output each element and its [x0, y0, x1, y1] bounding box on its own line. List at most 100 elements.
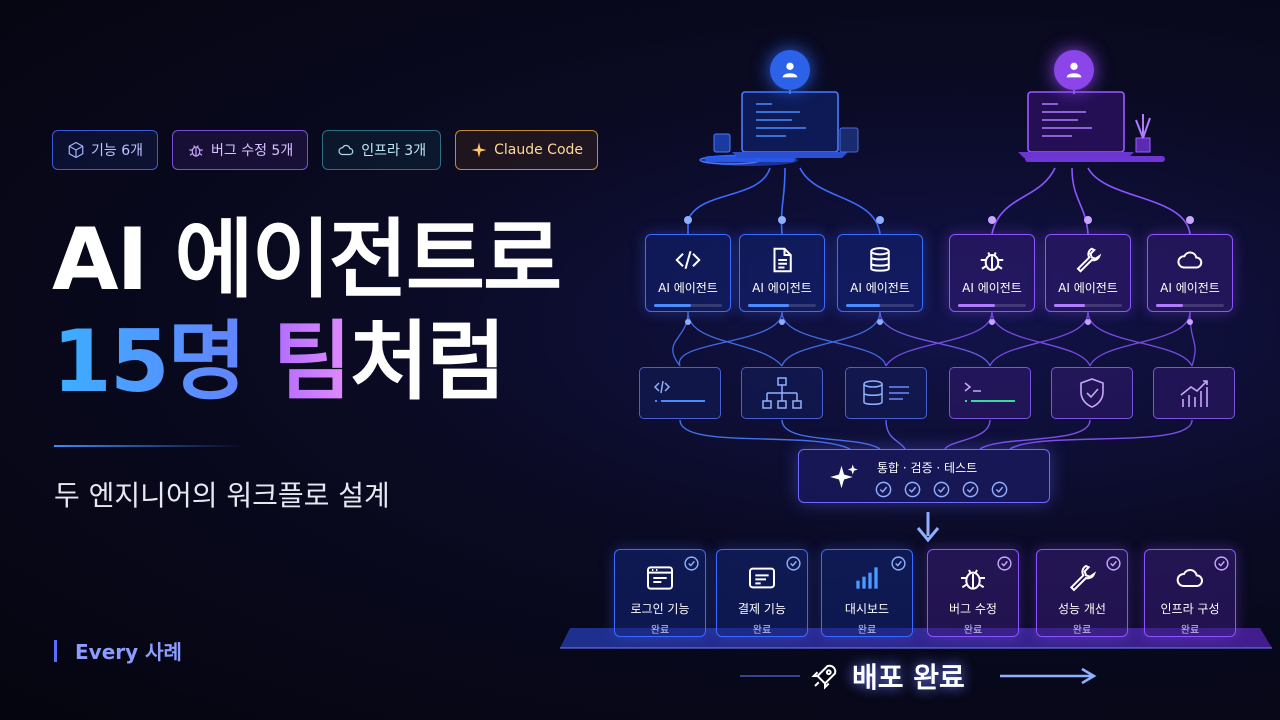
- coffee-cup-icon: [839, 127, 859, 153]
- result-status: 완료: [650, 625, 670, 636]
- result-card-payment: 결제 기능 완료: [716, 549, 808, 637]
- agent-card-database: AI 에이전트: [837, 234, 923, 312]
- result-status: 완료: [963, 625, 983, 636]
- agent-progress: [958, 304, 1026, 307]
- agent-card-cloud: AI 에이전트: [1147, 234, 1233, 312]
- agent-card-code: AI 에이전트: [645, 234, 731, 312]
- document-icon: [773, 247, 792, 273]
- check-circle-icon: [933, 481, 950, 498]
- agent-label: AI 에이전트: [752, 281, 812, 295]
- result-status: 완료: [857, 625, 877, 636]
- title-part-c: 처럼: [349, 312, 506, 412]
- title-divider: [54, 445, 244, 447]
- title-part-b: 팀: [272, 312, 352, 412]
- bar-chart-icon: [856, 567, 878, 589]
- integration-checks: [874, 480, 1009, 499]
- agent-progress: [846, 304, 914, 307]
- footer-accent-bar: [54, 639, 57, 662]
- rocket-icon: [811, 664, 837, 690]
- tag-claude-code-label: Claude Code: [494, 142, 584, 158]
- engineer-avatar-left: [770, 50, 810, 90]
- bug-icon: [189, 145, 203, 157]
- tag-row: 기능 6개 버그 수정 5개 인프라 3개 Claude Code: [52, 130, 599, 170]
- bug-icon: [961, 569, 985, 590]
- coffee-mug-icon: [713, 133, 731, 153]
- hierarchy-icon: [762, 377, 802, 409]
- user-icon: [1066, 62, 1082, 78]
- bug-icon: [980, 252, 1004, 271]
- result-label: 성능 개선: [1058, 602, 1106, 616]
- check-circle-icon: [875, 481, 892, 498]
- result-label: 결제 기능: [738, 602, 786, 616]
- check-circle-icon: [684, 556, 699, 571]
- tag-infra: 인프라 3개: [322, 130, 442, 170]
- tag-features-label: 기능 6개: [91, 143, 143, 159]
- agent-progress: [1156, 304, 1224, 307]
- engineer-avatar-right: [1054, 50, 1094, 90]
- result-card-dashboard: 대시보드 완료: [821, 549, 913, 637]
- integration-panel: 통합 · 검증 · 테스트: [798, 449, 1050, 503]
- wrench-icon: [1069, 564, 1097, 592]
- deploy-label: 배포 완료: [852, 661, 965, 694]
- cloud-icon: [1176, 568, 1203, 587]
- check-circle-icon: [991, 481, 1008, 498]
- tag-infra-label: 인프라 3개: [361, 143, 427, 159]
- agent-progress: [1054, 304, 1122, 307]
- subtitle: 두 엔지니어의 워크플로 설계: [54, 479, 390, 512]
- payment-icon: [749, 567, 775, 589]
- growth-chart-icon: [1180, 380, 1208, 407]
- wrench-icon: [1076, 247, 1102, 273]
- workflow-diagram: AI 에이전트 AI 에이전트 AI 에이전트 AI 에이전트 AI 에이전트 …: [560, 0, 1280, 720]
- shield-check-icon: [1080, 378, 1104, 408]
- laptop-left: [732, 91, 848, 158]
- check-circle-icon: [904, 481, 921, 498]
- cloud-icon: [338, 144, 354, 156]
- agent-label: AI 에이전트: [658, 281, 718, 295]
- sparkle-icon: [471, 142, 487, 158]
- cloud-icon: [1177, 251, 1203, 269]
- code-icon: [675, 250, 701, 270]
- result-card-login: 로그인 기능 완료: [614, 549, 706, 637]
- check-circle-icon: [962, 481, 979, 498]
- deploy-banner: 배포 완료: [810, 656, 965, 696]
- check-circle-icon: [786, 556, 801, 571]
- deploy-arrow: [740, 667, 1097, 685]
- agent-card-document: AI 에이전트: [739, 234, 825, 312]
- result-card-bugfix: 버그 수정 완료: [927, 549, 1019, 637]
- agent-label: AI 에이전트: [1160, 281, 1220, 295]
- sparkle-icon: [830, 464, 858, 489]
- browser-icon: [647, 566, 673, 590]
- tag-bugfix-label: 버그 수정 5개: [211, 143, 294, 159]
- result-status: 완료: [1072, 625, 1092, 636]
- junction-dots: [684, 216, 1194, 224]
- title-part-a: 15명: [52, 312, 273, 412]
- result-status: 완료: [1180, 625, 1200, 636]
- user-icon: [782, 62, 798, 78]
- check-circle-icon: [1106, 556, 1121, 571]
- tag-features: 기능 6개: [52, 130, 158, 170]
- tag-claude-code: Claude Code: [455, 130, 599, 170]
- arrow-down-icon: [916, 512, 940, 543]
- result-status: 완료: [752, 625, 772, 636]
- agent-progress: [748, 304, 816, 307]
- module-growth: [1153, 367, 1235, 419]
- result-label: 인프라 구성: [1160, 602, 1220, 616]
- terminal-icon: [964, 382, 1015, 402]
- laptop-right: [1018, 91, 1134, 158]
- module-database: [845, 367, 927, 419]
- agent-card-wrench: AI 에이전트: [1045, 234, 1131, 312]
- module-terminal: [949, 367, 1031, 419]
- result-label: 버그 수정: [949, 602, 997, 616]
- title-line-2: 15명 팀처럼: [52, 312, 506, 412]
- check-circle-icon: [997, 556, 1012, 571]
- footer: Every 사례: [54, 636, 182, 665]
- plant-icon: [1135, 114, 1151, 153]
- result-label: 대시보드: [844, 602, 890, 616]
- check-circle-icon: [891, 556, 906, 571]
- title-line-1: AI 에이전트로: [52, 210, 562, 310]
- agent-label: AI 에이전트: [850, 281, 910, 295]
- module-hierarchy: [741, 367, 823, 419]
- agent-label: AI 에이전트: [1058, 281, 1118, 295]
- tag-bugfix: 버그 수정 5개: [172, 130, 309, 170]
- code-lines-icon: [653, 380, 705, 402]
